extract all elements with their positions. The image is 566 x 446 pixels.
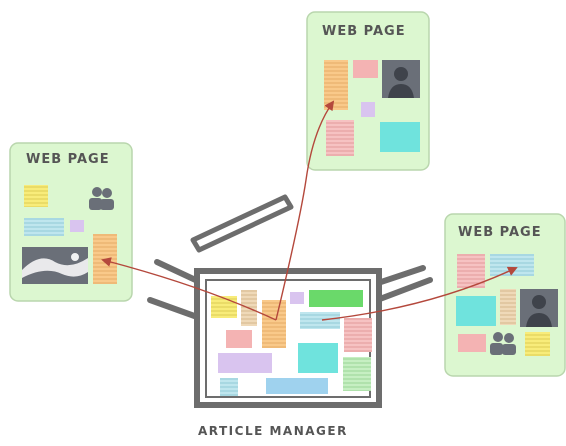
- web-page-top-title: WEB PAGE: [322, 24, 406, 39]
- machine-content-blocks: [211, 290, 372, 396]
- web-page-right-title: WEB PAGE: [458, 225, 542, 240]
- distribution-arrows: [101, 100, 518, 321]
- web-page-right: [444, 213, 566, 377]
- group-avatar-icon: [89, 187, 114, 210]
- landscape-image-icon: [22, 247, 88, 284]
- arrow-to-left-page: [101, 257, 277, 321]
- web-page-left-title: WEB PAGE: [26, 152, 110, 167]
- article-manager-caption: ARTICLE MANAGER: [198, 424, 348, 438]
- group-avatar-icon-right: [490, 332, 516, 355]
- web-page-top: [306, 11, 430, 171]
- arrow-to-right-page: [321, 266, 518, 321]
- person-avatar-icon: [382, 60, 420, 98]
- arrow-to-top-page: [275, 100, 335, 321]
- person-avatar-icon-right: [520, 289, 558, 327]
